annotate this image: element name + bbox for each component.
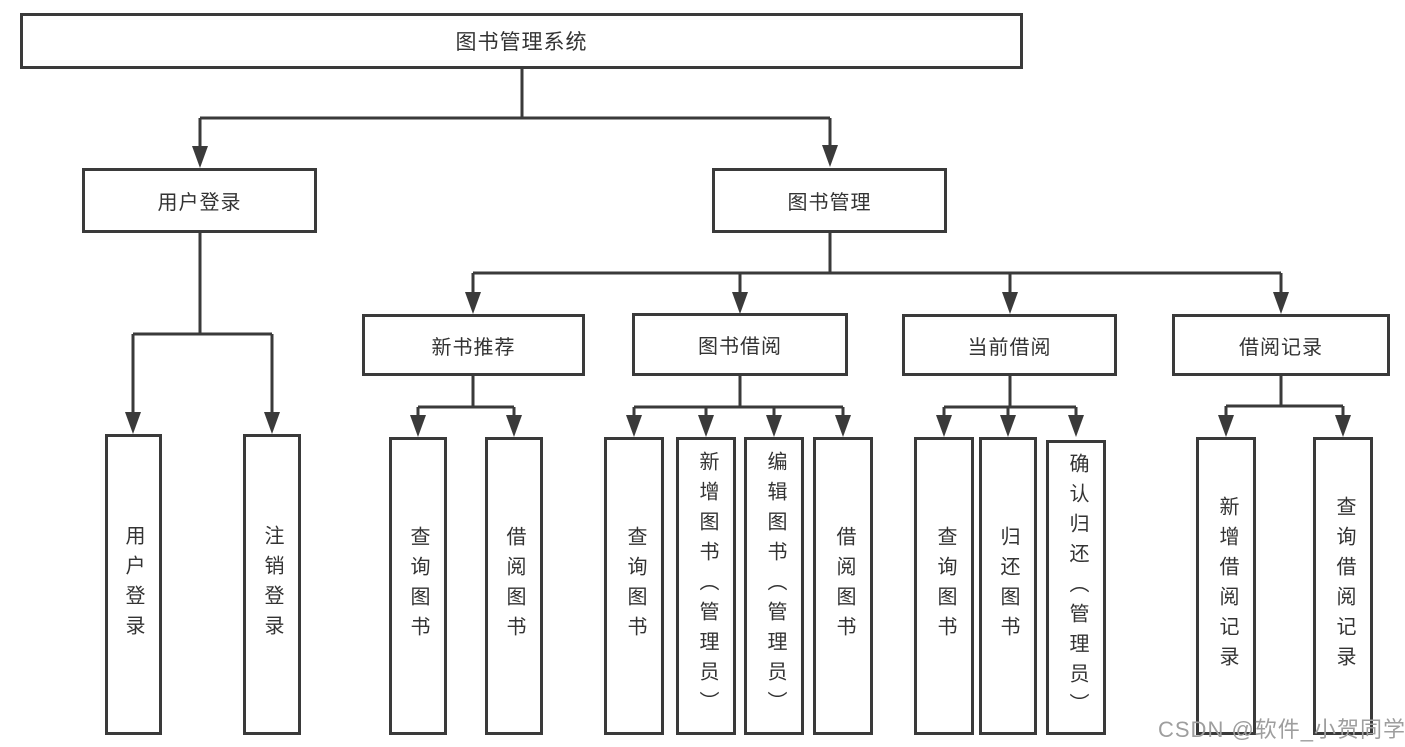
node-borrow-records: 借阅记录	[1172, 314, 1390, 376]
node-user-login: 用户登录	[82, 168, 317, 233]
csdn-watermark: CSDN @软件_小贺同学	[1158, 717, 1405, 742]
leaf-br-query-record: 查询借阅记录	[1313, 437, 1373, 735]
node-book-management: 图书管理	[712, 168, 947, 233]
leaf-logout-login: 注销登录	[243, 434, 301, 735]
leaf-user-login: 用户登录	[105, 434, 162, 735]
node-new-book-recommend: 新书推荐	[362, 314, 585, 376]
leaf-br-add-record: 新增借阅记录	[1196, 437, 1256, 735]
leaf-cb-query-books: 查询图书	[914, 437, 974, 735]
leaf-cb-return-books: 归还图书	[979, 437, 1037, 735]
leaf-bb-edit-books-admin: 编辑图书（管理员）	[744, 437, 804, 735]
node-book-borrow: 图书借阅	[632, 313, 848, 376]
node-root: 图书管理系统	[20, 13, 1023, 69]
leaf-bb-borrow-books: 借阅图书	[813, 437, 873, 735]
leaf-bb-query-books: 查询图书	[604, 437, 664, 735]
node-current-borrow: 当前借阅	[902, 314, 1117, 376]
leaf-nb-borrow-books: 借阅图书	[485, 437, 543, 735]
leaf-bb-add-books-admin: 新增图书（管理员）	[676, 437, 736, 735]
leaf-cb-confirm-return-admin: 确认归还（管理员）	[1046, 440, 1106, 735]
leaf-nb-query-books: 查询图书	[389, 437, 447, 735]
